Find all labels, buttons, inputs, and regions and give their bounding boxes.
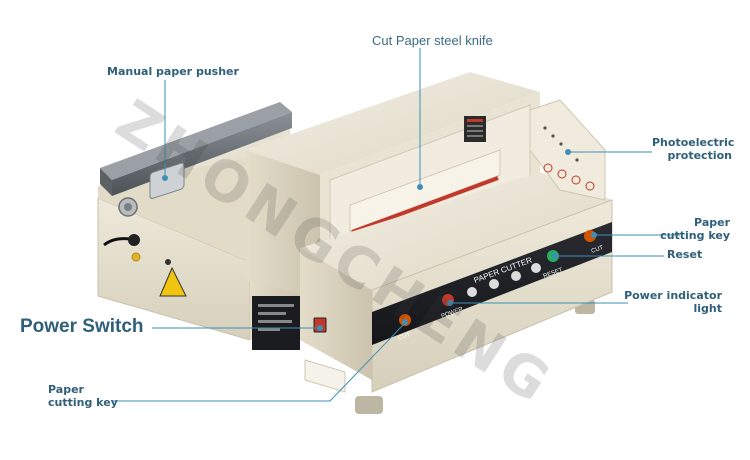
label-power-indicator-line1: Power indicator bbox=[624, 289, 722, 302]
label-power-switch: Power Switch bbox=[20, 316, 144, 337]
steel-knife bbox=[351, 176, 499, 234]
left-body-details bbox=[103, 234, 346, 393]
label-manual-paper-pusher: Manual paper pusher bbox=[107, 65, 239, 78]
panel-cut-right-label: CUT bbox=[591, 245, 605, 255]
label-cut-paper-steel-knife: Cut Paper steel knife bbox=[372, 33, 493, 48]
label-photoelectric-protection: Photoelectric protection bbox=[652, 136, 735, 162]
leader-lines bbox=[112, 48, 680, 402]
label-power-indicator-line2: light bbox=[693, 301, 722, 315]
panel-button-3[interactable] bbox=[511, 271, 521, 281]
panel-button-2[interactable] bbox=[489, 279, 499, 289]
power-cord bbox=[103, 237, 131, 247]
label-power-indicator-light: Power indicator light bbox=[622, 289, 722, 315]
label-cutting-key-left-line2: cutting key bbox=[48, 395, 118, 409]
paper-pusher-rail bbox=[100, 102, 292, 217]
label-cutting-key-left-line1: Paper bbox=[48, 383, 84, 396]
label-reset: Reset bbox=[667, 248, 703, 261]
label-photoelectric-line1: Photoelectric bbox=[652, 136, 735, 149]
panel-button-4[interactable] bbox=[531, 263, 541, 273]
cover-panel bbox=[304, 359, 346, 393]
label-cutting-key-right-line2: cutting key bbox=[660, 228, 730, 242]
label-paper-cutting-key-left: Paper cutting key bbox=[48, 383, 118, 409]
warning-triangle-icon bbox=[159, 266, 187, 297]
panel-cut-left-label: CUT bbox=[398, 332, 412, 342]
label-paper-cutting-key-right: Paper cutting key bbox=[650, 216, 730, 242]
label-photoelectric-line2: protection bbox=[667, 148, 732, 162]
label-cutting-key-right-line1: Paper bbox=[694, 216, 730, 229]
panel-button-1[interactable] bbox=[467, 287, 477, 297]
